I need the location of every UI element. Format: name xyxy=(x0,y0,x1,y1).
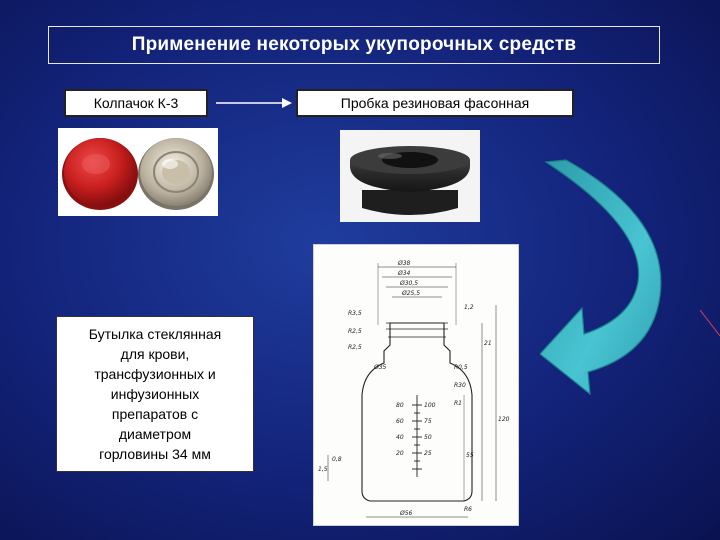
bottle-text-line: инфузионных xyxy=(110,386,200,402)
rubber-stopper-image xyxy=(350,146,470,215)
bottle-text-line: горловины 34 мм xyxy=(99,446,211,462)
bottle-text-line: препаратов с xyxy=(111,406,199,422)
dim-label: 55 xyxy=(466,452,474,459)
bottle-text-line: для крови, xyxy=(120,346,190,362)
slide-title: Применение некоторых укупорочных средств xyxy=(48,26,660,64)
dim-label: 120 xyxy=(498,416,510,423)
scale-mark: 80 xyxy=(396,402,404,409)
dim-label: Ø56 xyxy=(399,510,413,517)
dim-label: Ø34 xyxy=(397,270,411,277)
scale-mark: 100 xyxy=(424,402,436,409)
curved-arrow-icon xyxy=(540,159,662,396)
scale-mark: 60 xyxy=(396,418,404,425)
dim-label: 1,2 xyxy=(464,304,474,311)
bottle-text-line: трансфузионных и xyxy=(94,366,216,382)
right-arrow-icon xyxy=(216,98,292,108)
dim-label: Ø30,5 xyxy=(399,280,418,287)
decorative-line xyxy=(700,310,720,337)
cap-label: Колпачок К-3 xyxy=(64,89,208,117)
dim-label: 21 xyxy=(484,340,492,347)
scale-mark: 20 xyxy=(396,450,404,457)
scale-mark: 25 xyxy=(424,450,432,457)
dim-label: 0,8 xyxy=(332,456,342,463)
stopper-photo xyxy=(340,130,480,222)
scale-mark: 40 xyxy=(396,434,404,441)
dim-label: R2,5 xyxy=(348,328,362,335)
dim-label: R30 xyxy=(454,382,466,389)
dim-label: Ø38 xyxy=(397,260,411,267)
bottle-text-line: диаметром xyxy=(118,426,192,442)
bottle-text-line: Бутылка стеклянная xyxy=(88,326,222,342)
dim-label: R0,5 xyxy=(454,364,468,371)
dim-label: R2,5 xyxy=(348,344,362,351)
stopper-label: Пробка резиновая фасонная xyxy=(296,89,574,117)
dim-label: Ø25,5 xyxy=(401,290,420,297)
dim-label: R1 xyxy=(454,400,462,407)
caps-image xyxy=(62,138,214,210)
bottle-drawing: Ø38 Ø34 Ø30,5 Ø25,5 R3,5 R2,5 R2,5 Ø35 R… xyxy=(313,244,519,526)
scale-mark: 75 xyxy=(424,418,432,425)
dim-label: 1,5 xyxy=(318,466,328,473)
dim-label: Ø35 xyxy=(373,364,387,371)
bottle-technical-drawing: Ø38 Ø34 Ø30,5 Ø25,5 R3,5 R2,5 R2,5 Ø35 R… xyxy=(318,260,510,518)
caps-photo xyxy=(58,128,218,216)
bottle-description: Бутылка стеклянная для крови, трансфузио… xyxy=(56,316,254,472)
dim-label: R3,5 xyxy=(348,310,362,317)
dim-label: R6 xyxy=(464,506,472,513)
scale-mark: 50 xyxy=(424,434,432,441)
